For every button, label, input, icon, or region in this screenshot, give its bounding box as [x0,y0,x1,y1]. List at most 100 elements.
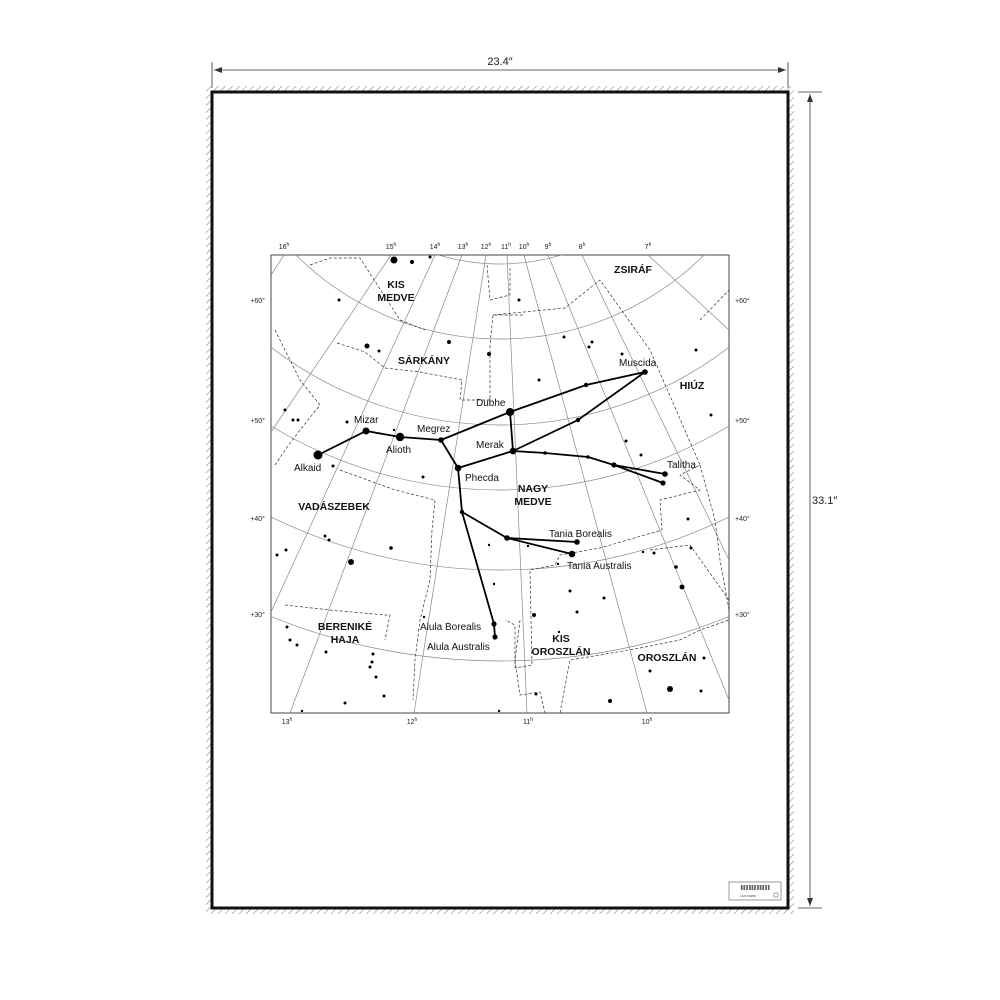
star [562,335,566,339]
star [532,613,536,617]
star-alula-australis [492,634,498,640]
height-label: 33.1″ [812,495,837,507]
star [667,686,673,692]
ra-tick-label: 9h [545,242,552,251]
hour-line [271,255,392,433]
ra-tick-label: 7h [645,242,652,251]
star [537,378,541,382]
barcode-bar [752,885,754,890]
star-alioth [395,432,405,442]
constellation-label: MEDVE [514,496,551,508]
star [370,660,374,664]
star-muscida [642,369,648,375]
hour-line [271,255,285,276]
barcode-bar [760,885,762,890]
star-mizar [362,427,370,435]
barcode-bar [747,885,748,890]
asterism-line [457,467,578,543]
height-dimension: 33.1″ [798,91,837,909]
constellation-label: MEDVE [377,292,414,304]
star-name-label: Tania Australis [567,561,631,572]
star [377,349,381,353]
star [674,565,678,569]
ra-tick-label: 13h [458,242,469,251]
barcode-bar [768,885,770,890]
star [679,584,685,590]
constellation-label: SÁRKÁNY [398,354,450,367]
constellation-label: NAGY [518,483,548,495]
dec-circle [295,255,705,340]
ra-tick-label: 13h [282,717,293,726]
constellation-label: KIS [387,279,405,291]
barcode-bar [758,885,759,890]
star [624,439,628,443]
star [296,418,300,422]
star-dubhe [506,408,514,416]
star [648,669,652,673]
star-name-label: Megrez [417,424,450,435]
star-megrez [438,437,444,443]
boundary-line [284,604,391,641]
barcode-bar [767,885,769,890]
star [556,562,560,566]
star [410,260,414,264]
star [291,418,295,422]
dec-circle [271,425,729,491]
barcode-bar [762,885,764,890]
dec-tick-label-left: +50° [250,417,265,425]
star [608,699,612,703]
hour-line [413,255,487,713]
star-name-label: Tania Borealis [549,529,612,540]
star [590,340,594,344]
boundary-line [649,544,729,601]
star [575,610,579,614]
barcode [740,885,770,890]
star [283,408,287,412]
asterism-line [613,464,664,484]
star [348,559,354,565]
star [611,462,617,468]
barcode-bar [757,885,758,890]
star [324,650,328,654]
barcode-bar [749,885,751,890]
dec-tick-label-left: +60° [250,297,265,305]
star [694,348,698,352]
star [583,382,589,388]
star-tania-australis [568,550,576,558]
star-talitha [662,471,668,477]
constellation-label: BERENIKÉ [318,620,372,633]
barcode-bar [744,885,746,890]
star [504,535,510,541]
constellation-label: HAJA [331,634,360,646]
constellation-label: OROSZLÁN [532,645,591,658]
star-merak [509,447,517,455]
star [652,551,656,555]
barcode-bar [766,885,767,890]
hour-line [523,255,648,713]
star-name-label: Dubhe [476,398,506,409]
star [447,340,451,344]
star [660,480,666,486]
hour-line [647,255,729,331]
star [689,546,693,550]
star-name-label: Muscida [619,358,657,369]
star-name-label: Alula Borealis [420,622,481,633]
star [517,298,521,302]
label-box [773,892,779,898]
boundary-line [699,289,729,321]
star-name-label: Alioth [386,445,411,456]
star [345,420,349,424]
dec-tick-label-right: +40° [735,515,750,523]
boundary-line [486,264,511,301]
stars [275,255,713,713]
barcode-bar [740,885,742,890]
star [421,475,425,479]
star [699,689,703,693]
barcode-bar [755,885,756,890]
star [343,701,347,705]
star [702,656,706,660]
product-label: LGP-X0059 [728,881,782,901]
star [337,298,341,302]
boundary-line [514,619,546,713]
